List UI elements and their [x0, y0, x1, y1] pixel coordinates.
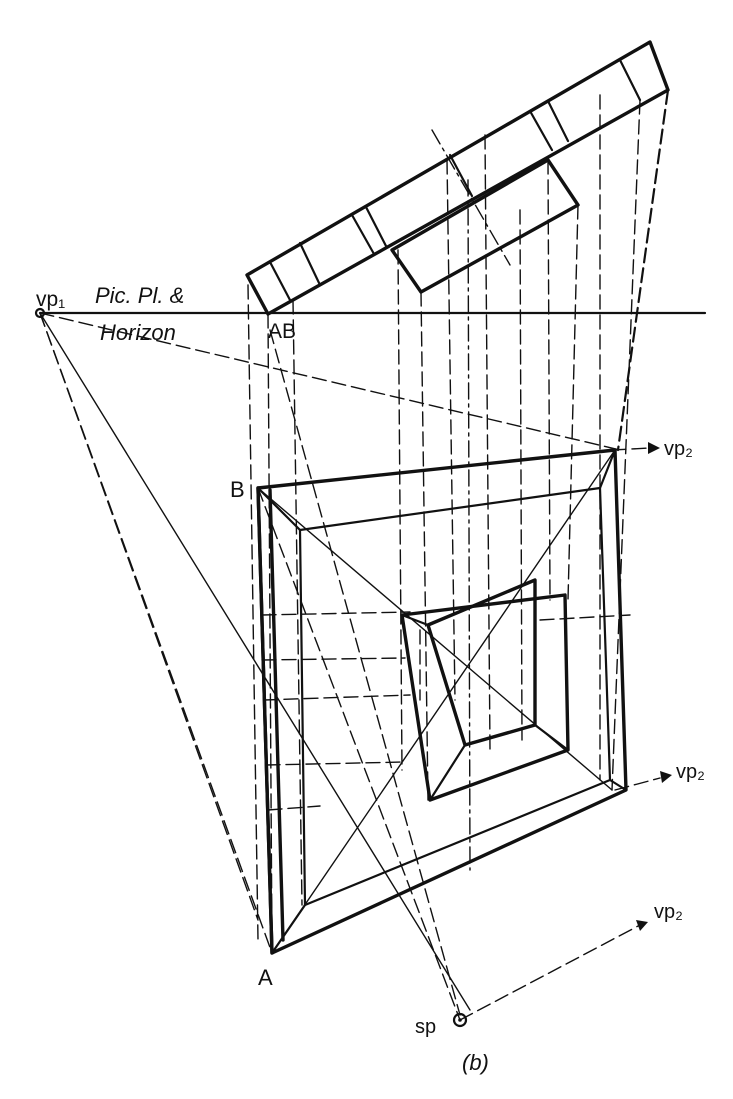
frame-left-thickness [268, 488, 285, 942]
label-pic-pl: Pic. Pl. & [95, 283, 184, 308]
label-vp2-bottom: vp₂ [654, 901, 683, 923]
plan-section [528, 109, 554, 152]
label-vp2-top: vp₂ [664, 438, 693, 460]
vp1-point [34, 307, 46, 319]
transfer-lines [261, 611, 631, 811]
plan-view [245, 40, 670, 316]
plan-section [298, 241, 322, 287]
projectors [247, 88, 670, 951]
label-vp2-mid: vp₂ [676, 761, 705, 783]
plan-section [268, 260, 292, 302]
plan-section [364, 205, 388, 248]
label-b: B [230, 477, 245, 502]
plan-section [546, 99, 570, 143]
sp-center [458, 1018, 462, 1022]
label-ab: AB [268, 320, 296, 343]
plan-section [350, 213, 376, 256]
label-a: A [258, 965, 273, 990]
caption: (b) [462, 1050, 489, 1075]
frame-left-edge [256, 486, 274, 955]
plan-center-axis [431, 129, 511, 266]
sp-point [452, 1012, 468, 1028]
vp2-arrows [636, 442, 672, 931]
label-horizon: Horizon [100, 320, 176, 345]
label-vp1: vp₁ [36, 288, 65, 311]
frame-outer [256, 448, 628, 955]
label-sp: sp [415, 1016, 436, 1038]
inner-box [400, 578, 570, 802]
perspective-frame [256, 448, 628, 955]
vp-construction [39, 312, 661, 1021]
plan-section [618, 58, 642, 102]
